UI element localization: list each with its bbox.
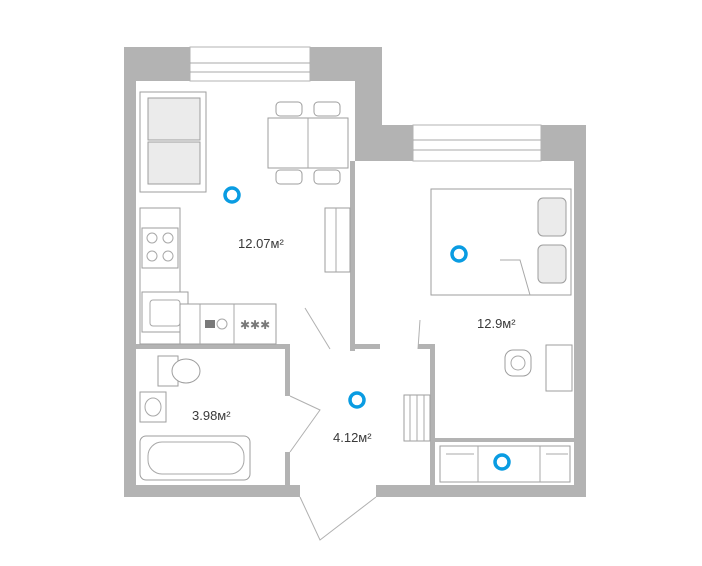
desk-icon xyxy=(545,344,573,392)
fridge-icon: ✱✱✱ xyxy=(240,318,270,332)
room-markers xyxy=(223,186,511,471)
washbasin-icon xyxy=(139,391,167,423)
washing-icon xyxy=(205,320,215,328)
washing-machine-icon xyxy=(216,318,228,330)
bathtub-icon xyxy=(139,435,251,481)
bedroom-marker[interactable] xyxy=(450,245,468,263)
hallway-area-label: 4.12м² xyxy=(333,430,372,445)
bathroom-furniture xyxy=(139,355,251,481)
kitchen-area-label: 12.07м² xyxy=(238,236,284,251)
bedroom-furniture xyxy=(403,188,573,483)
kitchen-furniture: ✱✱✱ xyxy=(139,91,351,345)
stove-icon xyxy=(141,227,179,269)
wardrobe-marker[interactable] xyxy=(493,453,511,471)
tv-unit-icon xyxy=(324,207,351,273)
chair-icon xyxy=(504,349,532,377)
bedroom-area-label: 12.9м² xyxy=(477,316,516,331)
bathroom-area-label: 3.98м² xyxy=(192,408,231,423)
kitchen-marker[interactable] xyxy=(223,186,241,204)
hallway-marker[interactable] xyxy=(348,391,366,409)
doors xyxy=(289,307,421,541)
walls xyxy=(124,46,586,497)
